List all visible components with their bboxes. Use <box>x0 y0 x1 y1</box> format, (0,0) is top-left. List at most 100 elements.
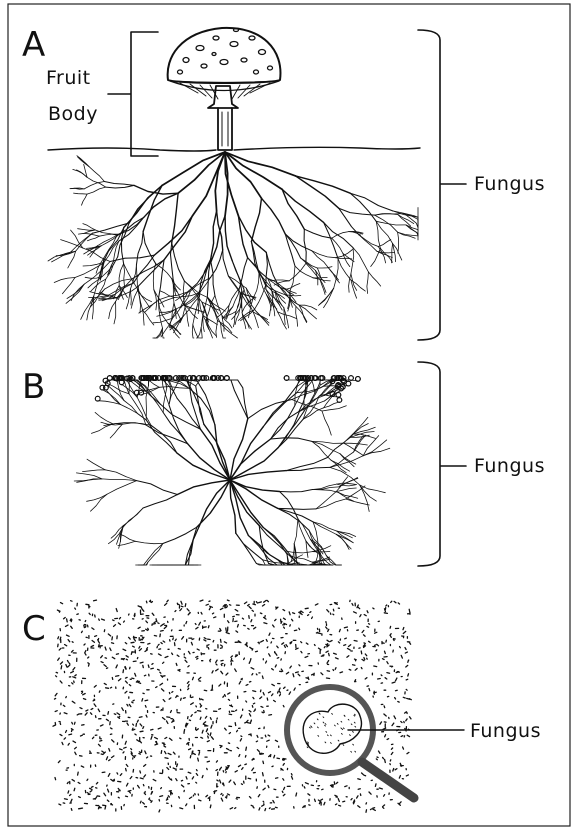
fungus-bracket-a <box>418 30 466 340</box>
hypha-strand <box>312 490 338 493</box>
hypha-strand <box>346 499 370 505</box>
hypha-strand <box>123 508 143 527</box>
hypha-strand <box>280 490 313 492</box>
hypha-strand <box>392 244 393 263</box>
hypha-strand <box>324 222 353 247</box>
hypha-strand <box>316 499 346 509</box>
hypha-strand <box>322 411 331 435</box>
hypha-strand <box>163 527 197 543</box>
hypha-strand <box>225 152 282 189</box>
hypha-strand <box>87 494 108 501</box>
hypha-strand <box>153 264 155 290</box>
fungus-label-b: Fungus <box>474 455 545 477</box>
hypha-strand <box>143 232 156 264</box>
hypha-strand <box>74 193 88 194</box>
fruit-body-label-line2: Body <box>48 103 98 125</box>
hypha-strand <box>110 424 122 438</box>
hypha-strand <box>289 263 306 280</box>
hypha-strand <box>398 232 399 253</box>
hypha-strand <box>223 250 229 276</box>
hypha-strand <box>363 440 387 456</box>
hypha-strand <box>319 288 333 304</box>
hypha-strand <box>238 310 254 321</box>
hypha-strand <box>177 398 200 429</box>
hypha-strand <box>238 216 247 258</box>
hypha-strand <box>350 193 393 211</box>
hypha-strand <box>74 479 102 481</box>
hypha-strand <box>286 458 327 471</box>
hypha-strand <box>406 225 418 236</box>
hypha-strand <box>240 258 248 288</box>
hypha-strand <box>266 295 271 311</box>
hypha-strand <box>129 380 130 394</box>
hypha-strand <box>349 274 351 293</box>
hypha-strand <box>296 306 298 326</box>
hypha-strand <box>193 325 202 338</box>
hypha-strand <box>324 222 338 258</box>
hypha-strand <box>344 443 363 455</box>
hypha-strand <box>236 533 257 563</box>
hypha-strand <box>360 485 386 493</box>
hypha-strand <box>102 479 137 481</box>
mushroom-fruit-body <box>168 28 281 150</box>
hypha-strand <box>231 380 248 419</box>
hypha-strand <box>299 305 317 319</box>
hypha-strand <box>136 232 143 266</box>
hypha-strand <box>266 252 268 289</box>
fruit-body-label-line1: Fruit <box>46 67 91 89</box>
hypha-strand <box>200 429 230 480</box>
hypha-strand <box>148 544 163 563</box>
hypha-strand <box>280 492 298 519</box>
hypha-strand <box>294 519 298 544</box>
hypha-strand <box>282 189 304 229</box>
hypha-strand <box>201 327 202 338</box>
hypha-strand <box>211 262 215 295</box>
hypha-strand <box>83 262 104 266</box>
hypha-strand <box>367 272 369 294</box>
hypha-strand <box>303 408 324 419</box>
hypha-strand <box>285 234 300 258</box>
mycelium-network-a <box>48 152 418 338</box>
hypha-strand <box>334 259 338 289</box>
magnifying-glass-icon <box>287 687 414 798</box>
fungus-label-a: Fungus <box>474 173 545 195</box>
fungus-bracket-b <box>418 362 466 566</box>
hypha-strand <box>211 211 217 259</box>
hypha-strand <box>184 305 205 313</box>
soil-surface-line <box>48 147 420 151</box>
hypha-strand <box>393 244 402 261</box>
hypha-strand <box>330 456 363 468</box>
fungus-label-c: Fungus <box>470 720 541 742</box>
hypha-strand <box>105 470 136 481</box>
panel-b-letter: B <box>22 367 45 407</box>
hypha-strand <box>146 392 163 413</box>
hypha-strand <box>114 302 116 324</box>
hypha-strand <box>376 221 380 248</box>
hypha-strand <box>317 267 332 268</box>
hypha-strand <box>215 152 225 211</box>
hypha-strand <box>211 250 223 278</box>
hypha-strand <box>228 276 246 288</box>
hypha-strand <box>193 152 226 216</box>
hypha-strand <box>262 198 286 234</box>
hypha-strand <box>131 381 147 392</box>
hypha-strand <box>359 235 378 247</box>
hypha-strand <box>107 481 137 495</box>
hypha-strand <box>76 473 102 479</box>
hypha-strand <box>83 470 106 472</box>
hypha-strand <box>188 444 231 480</box>
hypha-strand <box>233 311 236 326</box>
hypha-strand <box>104 182 134 186</box>
hypha-strand <box>328 437 351 457</box>
mycelium-network-b <box>74 376 390 565</box>
hypha-strand <box>91 424 113 434</box>
hypha-strand <box>225 152 296 176</box>
figure-frame <box>8 4 570 826</box>
hypha-strand <box>137 481 178 495</box>
hypha-strand <box>95 412 113 424</box>
hypha-strand <box>299 305 317 310</box>
hypha-strand <box>230 427 263 480</box>
hypha-strand <box>315 380 323 393</box>
panel-b: B Fungus <box>22 362 545 566</box>
